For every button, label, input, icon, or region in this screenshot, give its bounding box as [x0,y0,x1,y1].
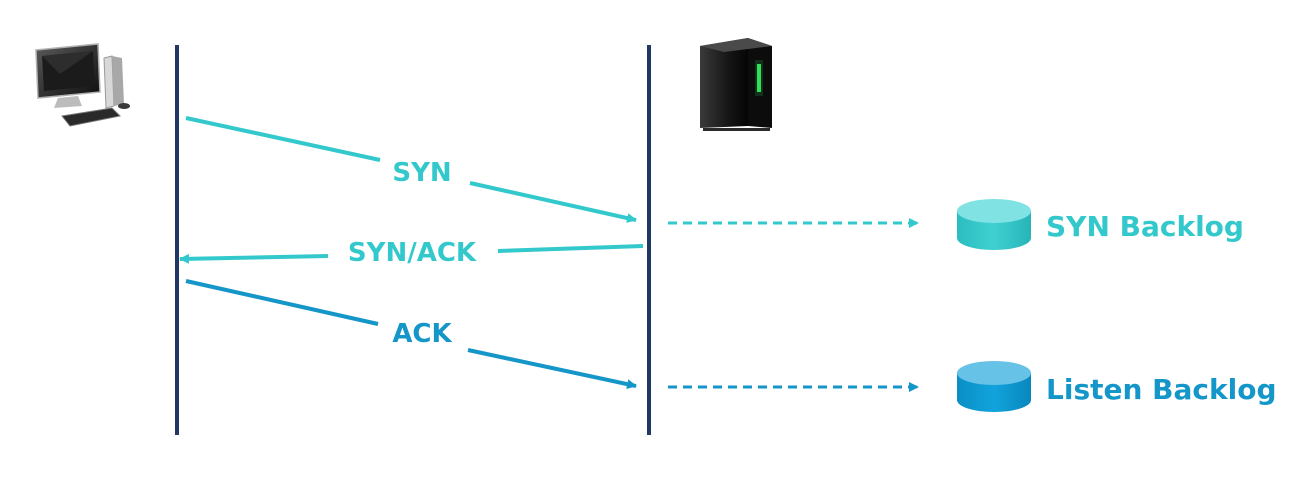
syn-label: SYN [392,158,451,188]
syn-ack-arrow-segment-2 [179,253,329,264]
syn-arrow-segment-2 [469,181,637,223]
syn-arrow-segment-1 [185,116,381,162]
listen-backlog-database-icon [957,361,1031,412]
desktop-computer-icon [35,43,130,127]
ack-arrow-segment-2 [467,348,637,390]
ack-label: ACK [392,319,452,349]
server-tower-icon [700,38,772,131]
listen-backlog-label: Listen Backlog [1046,373,1277,406]
syn-backlog-label: SYN Backlog [1046,210,1244,243]
ack-arrow-segment-1 [185,279,379,326]
syn-ack-label: SYN/ACK [348,238,477,268]
syn-backlog-database-icon [957,199,1031,250]
syn-ack-arrow-segment-1 [497,244,644,253]
